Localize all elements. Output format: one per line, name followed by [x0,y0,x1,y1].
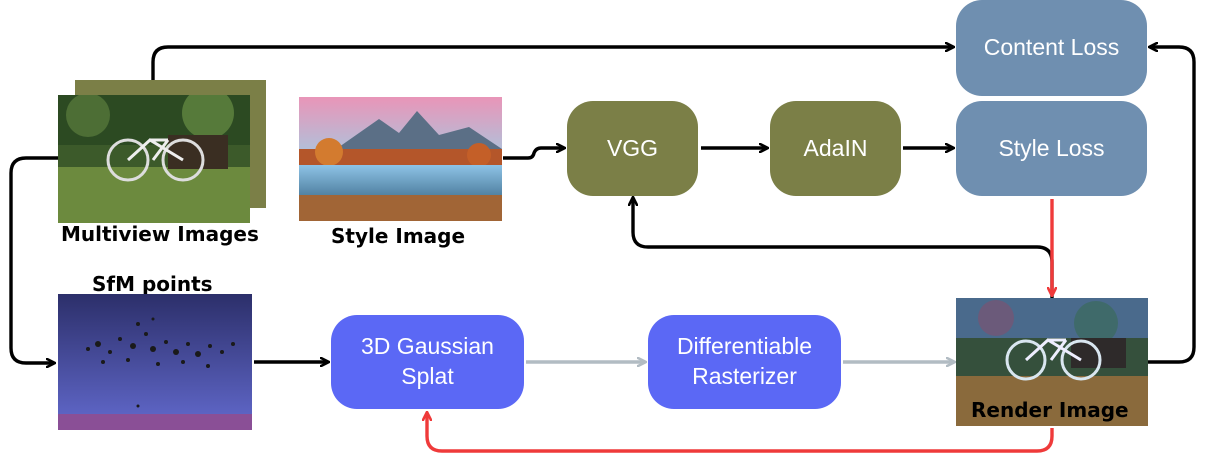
arrow-render-to-vgg [633,198,1054,298]
arrow-multiview-to-sfm [9,156,58,363]
adain-node: AdaIN [770,101,901,196]
arrow-render-to-content-loss [1148,47,1196,364]
arrow-multiview-to-content-loss [151,47,953,95]
arrow-render-to-splat [427,413,1054,453]
style-image-label: Style Image [331,224,466,248]
content-loss-node: Content Loss [956,0,1147,96]
differentiable-rasterizer-node: Differentiable Rasterizer [648,315,841,409]
sfm-points-image [58,294,252,430]
multiview-image [58,95,250,223]
render-image-label: Render Image [971,398,1129,422]
vgg-node: VGG [567,101,698,196]
gaussian-splat-node: 3D Gaussian Splat [331,315,524,409]
render-image [956,298,1148,426]
style-loss-node: Style Loss [956,101,1147,196]
multiview-images-label: Multiview Images [61,222,259,246]
style-image [299,97,502,221]
sfm-points-label: SfM points [92,272,213,296]
arrow-style-to-vgg [503,148,564,160]
